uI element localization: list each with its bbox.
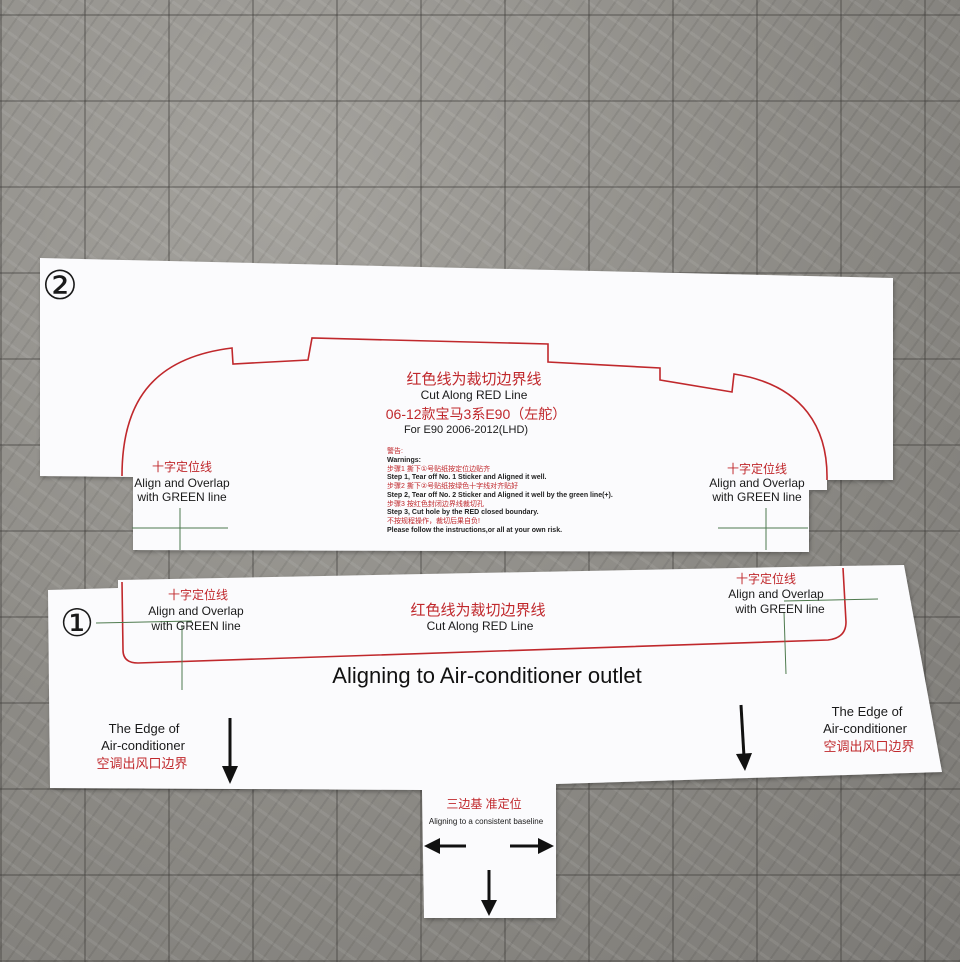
sheet-2-cut-en: Cut Along RED Line [420, 388, 528, 402]
sheet-1-left-cross [95, 620, 193, 690]
sheet-1-number: ① [60, 603, 95, 645]
step3-en: Step 3, Cut hole by the RED closed bound… [387, 509, 539, 517]
sheet-2-left-align-en1: Align and Overlap [134, 476, 230, 490]
warning-cn: 警告: [387, 448, 403, 455]
sheet-1-right-align-en1: Align and Overlap [728, 587, 824, 601]
left-edge-en2: Air-conditioner [101, 738, 185, 753]
sheet-2-paper [40, 258, 893, 552]
sheet-2-cut-line [121, 337, 828, 481]
sheet-2-model-en: For E90 2006-2012(LHD) [403, 424, 529, 436]
baseline-cn: 三边基 准定位 [446, 797, 522, 811]
risk-en: Please follow the instructions,or all at… [387, 526, 563, 534]
sheet-2-cut-cn: 红色线为裁切边界线 [406, 371, 542, 388]
sheet-1-right-align-en2: with GREEN line [735, 602, 825, 616]
sheet-2-left-cross [132, 508, 228, 550]
sheet-1-cut-line [121, 567, 847, 664]
step1-en: Step 1, Tear off No. 1 Sticker and Align… [387, 474, 547, 482]
sheet-1-right-cross [783, 598, 879, 675]
sheet-1-paper [48, 565, 942, 918]
right-edge-en2: Air-conditioner [823, 721, 907, 736]
left-edge-en1: The Edge of [108, 721, 180, 736]
arrow-left-baseline [424, 838, 466, 854]
step2-en: Step 2, Tear off No. 2 Sticker and Align… [387, 491, 613, 499]
sheet-2-model-cn: 06-12款宝马3系E90（左舵） [385, 406, 567, 422]
sheet-2-right-cross [718, 508, 808, 550]
arrow-down-right [736, 704, 752, 771]
risk-cn: 不按规程操作，裁切后果自负! [387, 518, 480, 525]
arrow-right-baseline [510, 838, 554, 854]
sheet-1-left-align-en2: with GREEN line [151, 619, 241, 633]
left-edge-cn: 空调出风口边界 [96, 756, 188, 771]
sheet-2-number: ② [42, 264, 78, 308]
sheet-1-cut-en: Cut Along RED Line [426, 619, 534, 633]
right-edge-en1: The Edge of [831, 704, 903, 719]
sheet-1-left-align-cn: 十字定位线 [167, 588, 229, 602]
sheet-2-right-align-en2: with GREEN line [712, 490, 802, 504]
step3-cn: 步骤3 按红色封闭边界线裁切孔 [387, 500, 484, 508]
sheet-2-left-align-cn: 十字定位线 [151, 460, 213, 474]
baseline-en: Aligning to a consistent baseline [428, 817, 544, 826]
sheet-1-left-align-en1: Align and Overlap [148, 604, 244, 618]
arrow-down-baseline [481, 870, 497, 916]
warning-en: Warnings: [387, 456, 421, 464]
arrow-down-left [222, 718, 238, 784]
sheet-2-instructions: 警告: Warnings: 步骤1 撕下①号贴纸按定位边贴齐 Step 1, T… [387, 448, 613, 536]
sheet-1-cut-cn: 红色线为裁切边界线 [410, 602, 546, 619]
sheet-2-right-align-en1: Align and Overlap [709, 476, 805, 490]
step1-cn: 步骤1 撕下①号贴纸按定位边贴齐 [387, 465, 491, 473]
sheet-2-right-align-cn: 十字定位线 [726, 462, 788, 476]
sheet-2-left-align-en2: with GREEN line [137, 490, 227, 504]
right-edge-cn: 空调出风口边界 [823, 739, 915, 754]
step2-cn: 步骤2 撕下②号贴纸按绿色十字线对齐贴好 [387, 483, 519, 490]
sheet-1-right-align-cn: 十字定位线 [735, 572, 797, 586]
sheet-1-headline: Aligning to Air-conditioner outlet [332, 663, 642, 688]
